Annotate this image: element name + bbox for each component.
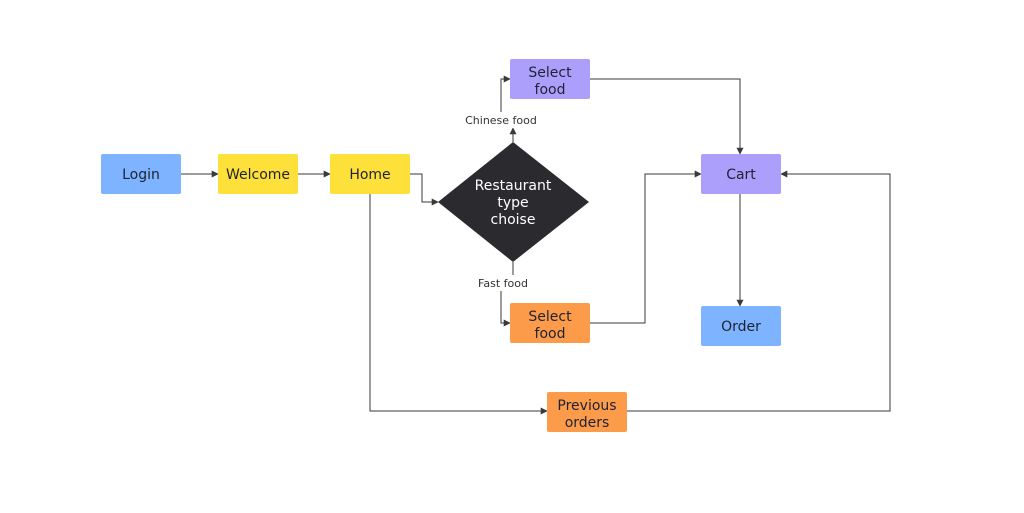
home-label: Home bbox=[349, 167, 390, 183]
node-login[interactable]: Login bbox=[101, 154, 181, 194]
login-box bbox=[101, 154, 181, 194]
order-box bbox=[701, 306, 781, 346]
previous-orders-box bbox=[547, 392, 627, 432]
cart-box bbox=[701, 154, 781, 194]
order-label: Order bbox=[721, 319, 761, 335]
node-order[interactable]: Order bbox=[701, 306, 781, 346]
node-previous-orders[interactable]: Previous orders bbox=[547, 392, 627, 432]
edge-fast-down bbox=[500, 290, 511, 327]
node-select-food-fast[interactable]: Select food bbox=[510, 303, 590, 343]
cart-label: Cart bbox=[726, 167, 756, 183]
node-cart[interactable]: Cart bbox=[701, 154, 781, 194]
node-welcome[interactable]: Welcome bbox=[218, 154, 298, 194]
previous-orders-line-2: orders bbox=[565, 415, 610, 431]
home-box bbox=[330, 154, 410, 194]
node-restaurant-choice[interactable]: Restaurant type choise bbox=[438, 142, 589, 262]
select-food-chinese-line-2: food bbox=[535, 82, 566, 98]
select-food-fast-box bbox=[510, 303, 590, 343]
edge-label-fast-food: Fast food bbox=[478, 277, 528, 290]
edge-select-food-chinese-to-cart bbox=[590, 78, 744, 155]
welcome-box bbox=[218, 154, 298, 194]
select-food-chinese-box bbox=[510, 59, 590, 99]
welcome-label: Welcome bbox=[226, 167, 290, 183]
restaurant-choice-line-3: choise bbox=[491, 212, 536, 228]
restaurant-choice-line-1: Restaurant bbox=[475, 178, 552, 194]
edge-label-chinese-food: Chinese food bbox=[465, 114, 537, 127]
select-food-fast-line-2: food bbox=[535, 326, 566, 342]
edge-previous-orders-to-cart bbox=[627, 170, 891, 412]
edge-labels: Chinese food Fast food bbox=[462, 112, 540, 291]
edge-home-to-restaurant-choice bbox=[410, 173, 439, 206]
login-label: Login bbox=[122, 167, 160, 183]
node-home[interactable]: Home bbox=[330, 154, 410, 194]
previous-orders-line-1: Previous bbox=[557, 398, 616, 414]
select-food-fast-line-1: Select bbox=[528, 309, 572, 325]
edge-home-to-previous-orders bbox=[369, 194, 548, 415]
edge-select-food-fast-to-cart bbox=[590, 170, 702, 324]
edge-chinese-up bbox=[500, 75, 511, 114]
node-select-food-chinese[interactable]: Select food bbox=[510, 59, 590, 99]
select-food-chinese-line-1: Select bbox=[528, 65, 572, 81]
edges bbox=[181, 75, 891, 415]
restaurant-choice-diamond bbox=[438, 142, 589, 262]
restaurant-choice-line-2: type bbox=[497, 195, 528, 211]
